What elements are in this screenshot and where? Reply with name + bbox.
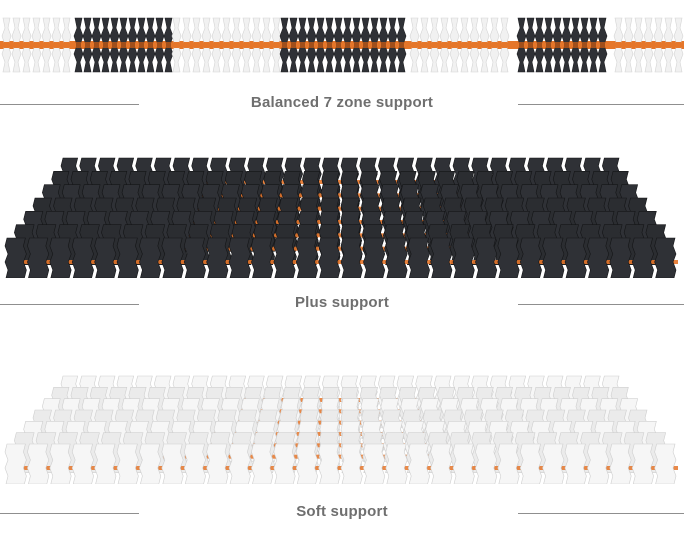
- caption-plus: Plus support: [294, 294, 390, 311]
- divider-left: [0, 513, 139, 514]
- divider-right: [518, 513, 684, 514]
- divider-right: [518, 104, 684, 105]
- seven-zone-strip-image: [0, 14, 684, 76]
- caption-row-seven-zone: Balanced 7 zone support: [0, 94, 684, 114]
- plus-support-mat-image: [0, 150, 684, 278]
- divider-left: [0, 304, 139, 305]
- divider-left: [0, 104, 139, 105]
- soft-support-mat-image: [0, 368, 684, 484]
- caption-soft: Soft support: [296, 503, 388, 520]
- caption-row-plus: Plus support: [0, 294, 684, 314]
- divider-right: [518, 304, 684, 305]
- caption-row-soft: Soft support: [0, 503, 684, 523]
- caption-seven-zone: Balanced 7 zone support: [250, 94, 434, 111]
